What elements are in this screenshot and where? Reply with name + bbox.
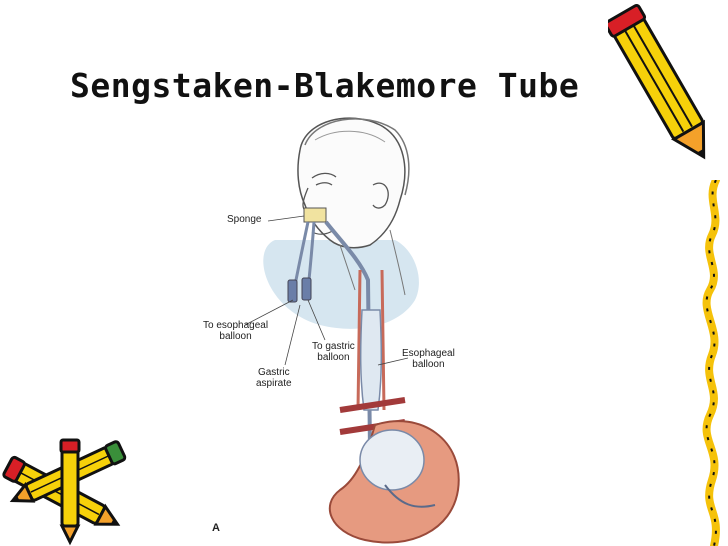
gastric-balloon bbox=[359, 429, 425, 491]
slide-title: Sengstaken-Blakemore Tube bbox=[70, 66, 580, 105]
label-to-gastric-balloon: To gastric balloon bbox=[312, 341, 355, 363]
tube bbox=[324, 220, 372, 451]
label-to-esophageal-balloon: To esophageal balloon bbox=[203, 320, 269, 342]
label-esophageal-balloon: Esophageal balloon bbox=[402, 348, 455, 370]
label-gastric-aspirate: Gastric aspirate bbox=[256, 367, 292, 389]
esophageal-balloon bbox=[359, 309, 383, 411]
label-sponge: Sponge bbox=[227, 214, 262, 225]
sponge bbox=[303, 207, 327, 223]
decorative-border-icon bbox=[702, 180, 720, 546]
sengstaken-blakemore-diagram bbox=[244, 117, 460, 544]
panel-letter: A bbox=[212, 522, 220, 534]
pencil-clipart-icon bbox=[608, 3, 706, 160]
crossed-pencils-icon bbox=[2, 438, 127, 546]
patient-gown bbox=[263, 240, 419, 329]
